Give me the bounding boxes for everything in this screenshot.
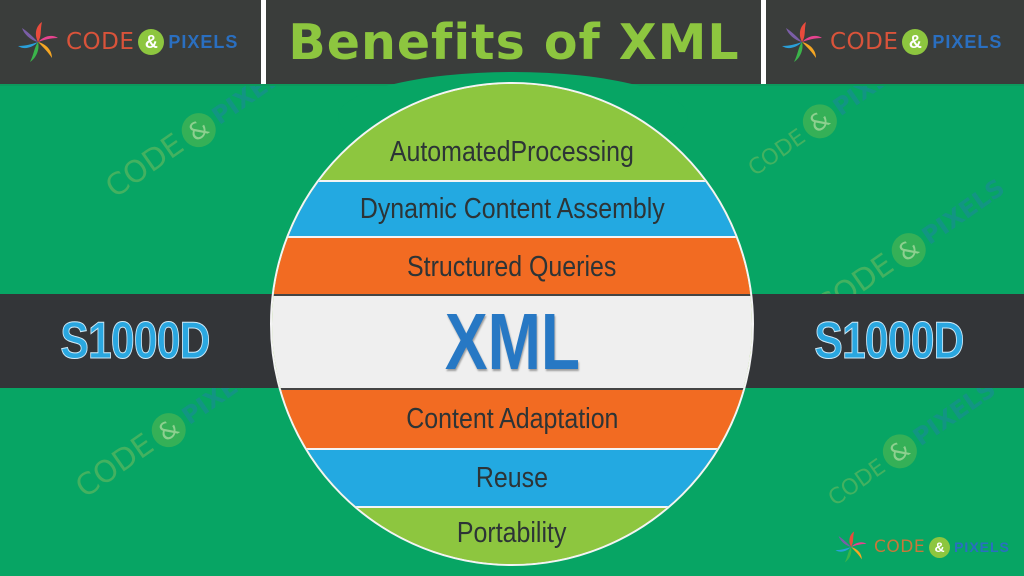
brand-pixels: PIXELS xyxy=(932,31,1003,52)
watermark-code: CODE xyxy=(823,454,891,512)
band-portability: Portability xyxy=(272,506,752,564)
brand-amp: & xyxy=(929,536,951,558)
watermark-code: CODE xyxy=(99,126,191,206)
band-structured-queries: Structured Queries xyxy=(272,236,752,296)
watermark-code: CODE xyxy=(69,426,161,506)
pinwheel-icon xyxy=(18,22,58,62)
xml-label: XML xyxy=(444,297,580,386)
band-label: Dynamic Content Assembly xyxy=(359,192,665,225)
s1000d-label-left: S1000D xyxy=(60,312,211,371)
band-content-adaptation: Content Adaptation xyxy=(272,390,752,448)
pinwheel-icon xyxy=(782,22,822,62)
band-dynamic-content-assembly: Dynamic Content Assembly xyxy=(272,180,752,236)
band-label: Content Adaptation xyxy=(405,402,619,435)
logo-left: CODE & PIXELS xyxy=(16,20,238,64)
logo-right: CODE & PIXELS xyxy=(780,20,1002,64)
brand-code: CODE xyxy=(66,29,135,55)
benefits-circle: AutomatedProcessing Dynamic Content Asse… xyxy=(270,82,754,566)
brand-amp: & xyxy=(902,29,929,55)
logo-footer: CODE & PIXELS xyxy=(834,530,1010,564)
xml-center: XML xyxy=(272,294,752,390)
brand-pixels: PIXELS xyxy=(168,31,239,52)
watermark-code: CODE xyxy=(743,124,811,182)
band-label: Portability xyxy=(457,516,567,549)
band-label: AutomatedProcessing xyxy=(390,135,634,168)
brand-code: CODE xyxy=(874,537,926,557)
brand-code: CODE xyxy=(830,29,899,55)
band-label: Structured Queries xyxy=(407,250,617,283)
watermark-pixels: PIXELS xyxy=(916,173,1010,251)
header-separator xyxy=(261,0,266,84)
header-bar: CODE & PIXELS Benefits of XML CODE & PIX… xyxy=(0,0,1024,84)
brand-amp: & xyxy=(138,29,165,55)
watermark-logo: CODE&PIXELS xyxy=(820,372,1002,514)
pinwheel-icon xyxy=(835,531,867,563)
band-reuse: Reuse xyxy=(272,448,752,506)
s1000d-label-right: S1000D xyxy=(814,312,965,371)
header-separator xyxy=(761,0,766,84)
band-label: Reuse xyxy=(475,461,549,494)
page-title: Benefits of XML xyxy=(288,13,740,71)
band-automated-processing: AutomatedProcessing xyxy=(272,84,752,180)
brand-pixels: PIXELS xyxy=(954,539,1010,555)
